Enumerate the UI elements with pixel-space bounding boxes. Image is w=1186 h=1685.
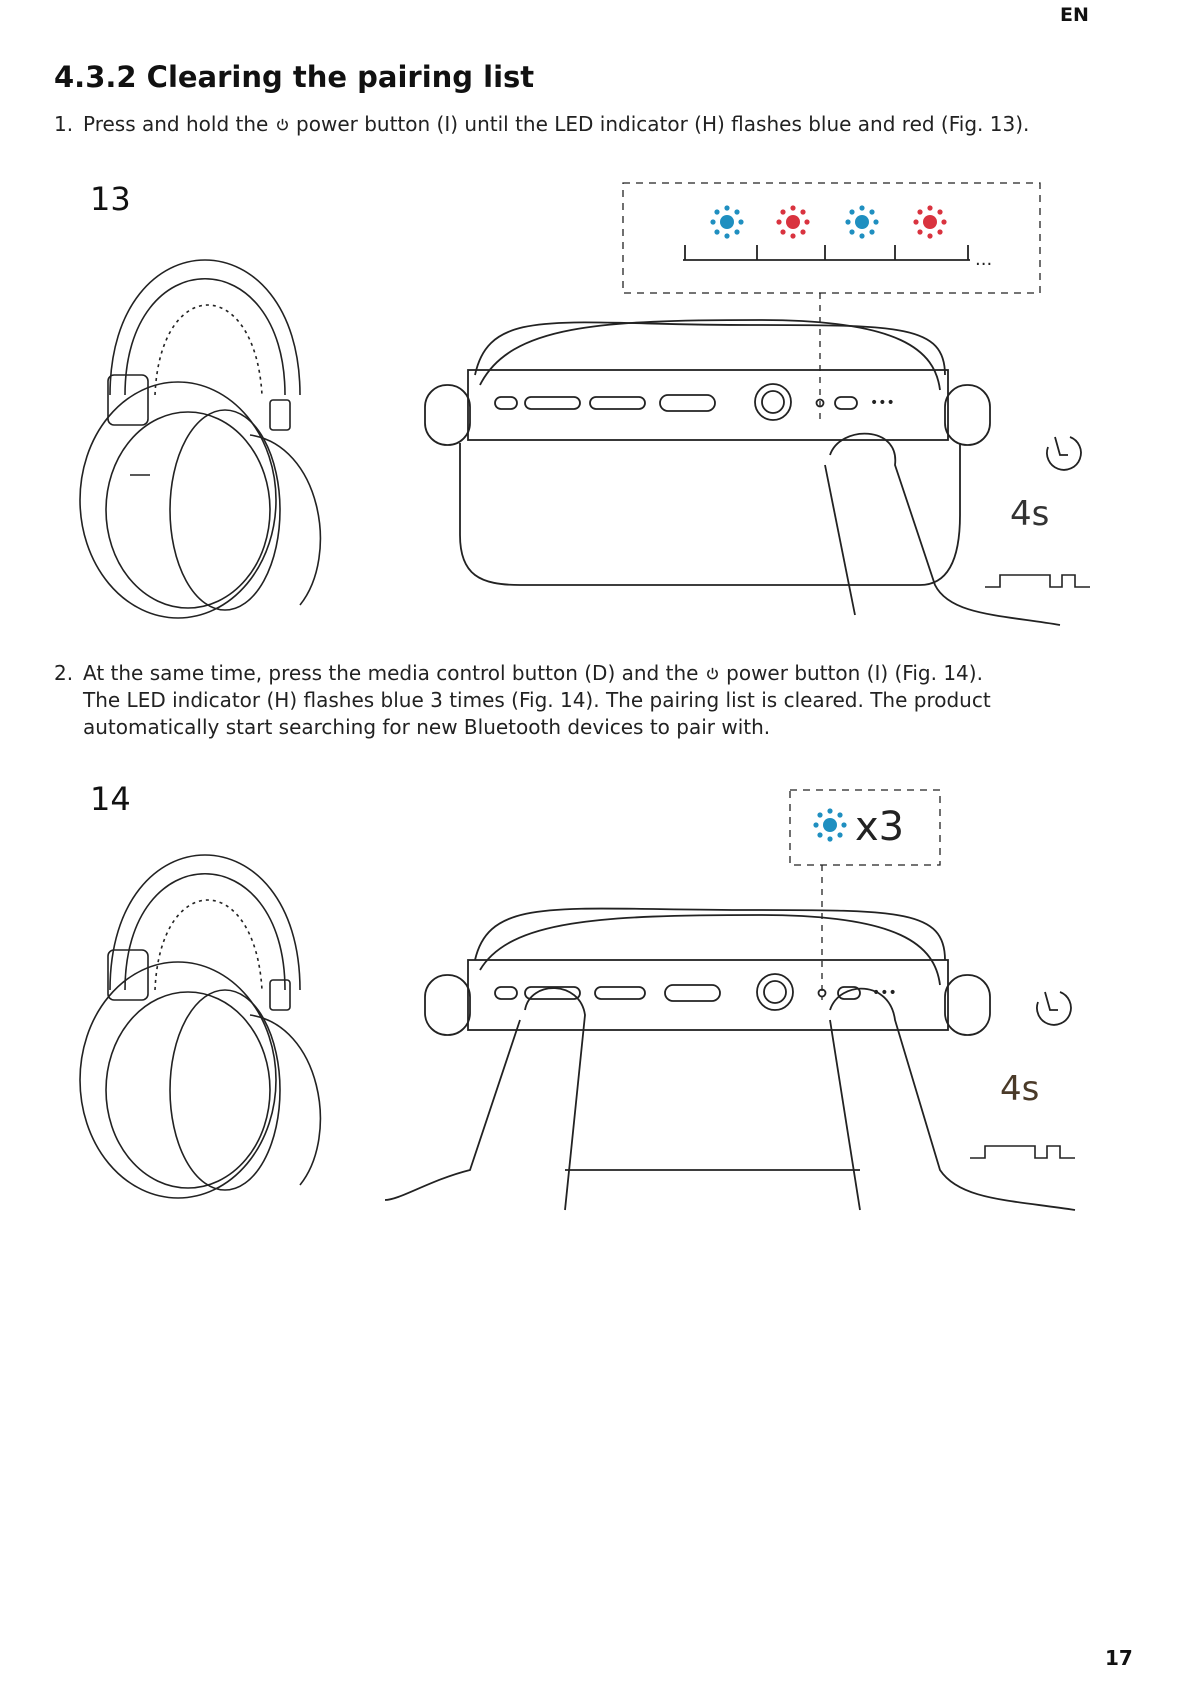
headphones-top-view: ••• [424, 319, 1061, 626]
press-pulse-icon [970, 1145, 1075, 1159]
led-flash-count: x3 [789, 789, 941, 1000]
svg-text:•••: ••• [872, 985, 897, 1001]
figure-number: 13 [90, 180, 131, 218]
step-text: power button (I) (Fig. 14). [726, 661, 983, 685]
sequence-continues: ... [975, 249, 992, 270]
figure-13: ... ••• [79, 182, 1090, 626]
headphones-top-view: ••• [384, 907, 1076, 1211]
svg-text:•••: ••• [870, 395, 895, 411]
figure-number: 14 [90, 780, 131, 818]
figure-14: x3 ••• 4s [79, 789, 1076, 1211]
step-text: The LED indicator (H) flashes blue 3 tim… [83, 688, 991, 712]
led-sequence: ... [622, 182, 1041, 425]
duration-label: 4s [1000, 1069, 1039, 1109]
step-number: 2. [54, 661, 74, 685]
headphones-icon [79, 854, 322, 1199]
press-pulse-icon [985, 574, 1090, 588]
led-flash-icon [913, 205, 947, 239]
step-2: 2. At the same time, press the media cont… [54, 660, 1134, 741]
duration-label: 4s [1010, 494, 1049, 534]
flash-count-label: x3 [855, 804, 904, 850]
clock-icon [1036, 991, 1072, 1026]
step-text: Press and hold the [83, 112, 269, 136]
step-number: 1. [54, 112, 74, 136]
language-label: EN [1060, 4, 1089, 26]
led-flash-icon [776, 205, 810, 239]
power-icon [706, 667, 718, 680]
power-icon [276, 118, 288, 131]
section-title: 4.3.2 Clearing the pairing list [54, 60, 535, 94]
clock-icon [1046, 436, 1082, 471]
led-flash-icon [845, 205, 879, 239]
led-flash-icon [813, 808, 847, 842]
step-text: automatically start searching for new Bl… [83, 715, 771, 739]
page-number: 17 [1105, 1646, 1133, 1670]
led-flash-icon [710, 205, 744, 239]
headphones-icon [79, 259, 322, 619]
step-text: power button (I) until the LED indicator… [296, 112, 1030, 136]
step-text: At the same time, press the media contro… [83, 661, 699, 685]
step-1: 1. Press and hold the power button (I) un… [54, 111, 1134, 138]
